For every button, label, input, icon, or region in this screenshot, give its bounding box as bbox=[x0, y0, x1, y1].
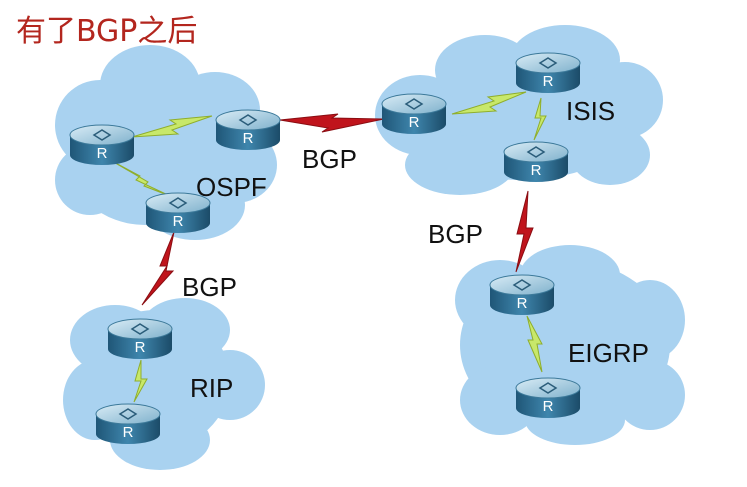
isis-label: ISIS bbox=[566, 96, 615, 126]
router-label: R bbox=[409, 114, 420, 131]
router-label: R bbox=[543, 73, 554, 90]
isis-link-1 bbox=[451, 91, 527, 115]
bgp-label-ospf-rip: BGP bbox=[182, 272, 237, 302]
eigrp-label: EIGRP bbox=[568, 338, 649, 368]
router-rip-top[interactable]: R bbox=[107, 318, 173, 359]
router-isis-left[interactable]: R bbox=[381, 93, 447, 134]
router-label: R bbox=[543, 398, 554, 415]
rip-link bbox=[133, 359, 148, 403]
ospf-label: OSPF bbox=[196, 172, 267, 202]
router-label: R bbox=[531, 162, 542, 179]
diagram-title: 有了BGP之后 bbox=[16, 14, 198, 49]
router-rip-bottom[interactable]: R bbox=[95, 403, 161, 444]
bgp-label-ospf-isis: BGP bbox=[302, 144, 357, 174]
router-eigrp-top[interactable]: R bbox=[489, 274, 555, 315]
router-label: R bbox=[97, 145, 108, 162]
rip-label: RIP bbox=[190, 373, 233, 403]
eigrp-link bbox=[526, 315, 543, 373]
router-ospf-left[interactable]: R bbox=[69, 124, 135, 165]
router-eigrp-bottom[interactable]: R bbox=[515, 377, 581, 418]
bgp-label-isis-eigrp: BGP bbox=[428, 219, 483, 249]
ospf-link-1 bbox=[131, 115, 213, 138]
router-label: R bbox=[517, 295, 528, 312]
router-label: R bbox=[173, 213, 184, 230]
router-ospf-bottom[interactable]: R bbox=[145, 192, 211, 233]
router-ospf-top[interactable]: R bbox=[215, 109, 281, 150]
router-label: R bbox=[135, 339, 146, 356]
isis-link-2 bbox=[533, 97, 547, 141]
router-isis-bottom[interactable]: R bbox=[503, 141, 569, 182]
bgp-link-ospf-rip bbox=[141, 231, 175, 306]
bgp-link-isis-eigrp bbox=[515, 190, 534, 273]
router-isis-top[interactable]: R bbox=[515, 52, 581, 93]
router-label: R bbox=[123, 424, 134, 441]
bgp-link-ospf-isis bbox=[279, 113, 385, 133]
router-label: R bbox=[243, 130, 254, 147]
